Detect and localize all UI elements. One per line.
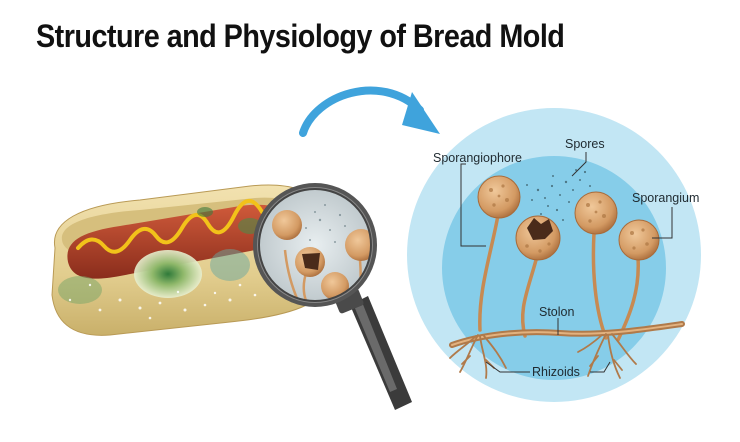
label-leaders [460,152,673,373]
label-stolon: Stolon [539,305,574,319]
label-sporangium: Sporangium [632,191,699,205]
sporangia [477,175,660,261]
magnify-arrow [299,86,440,137]
sausage [67,204,293,279]
mold-patch [134,250,202,298]
label-rhizoids: Rhizoids [532,365,580,379]
microscopic-view: Sporangiophore Spores Sporangium Stolon … [407,108,701,402]
mustard [76,199,264,254]
diagram-title: Structure and Physiology of Bread Mold [36,18,565,54]
magnifying-glass-icon [253,183,412,410]
label-sporangiophore: Sporangiophore [433,151,522,165]
label-spores: Spores [565,137,605,151]
sporangiophores [478,213,640,342]
